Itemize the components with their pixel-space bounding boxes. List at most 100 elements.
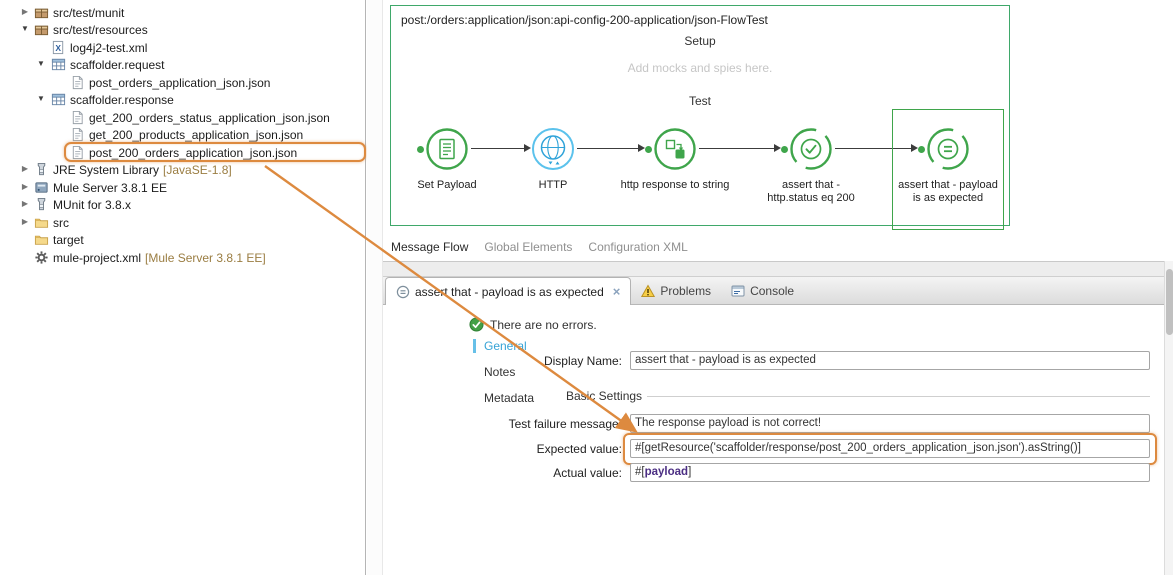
flow-node-http[interactable] <box>531 127 575 171</box>
tab-configuration-xml[interactable]: Configuration XML <box>588 240 688 254</box>
tab-label: Problems <box>660 283 712 298</box>
tab-assert-properties[interactable]: assert that - payload is as expected <box>385 277 632 305</box>
tree-item-label: src/test/munit <box>53 6 125 20</box>
status-message: There are no errors. <box>490 317 597 332</box>
tree-item-src-test-resources[interactable]: src/test/resources <box>0 21 365 38</box>
view-tab-bar: assert that - payload is as expected Pro… <box>383 276 1164 305</box>
flow-connector-dot <box>918 146 925 153</box>
tree-item-scaffolder-request[interactable]: scaffolder.request <box>0 56 365 73</box>
flow-node-http-response-to-string[interactable] <box>653 127 697 171</box>
tree-item-post-200-orders-json[interactable]: post_200_orders_application_json.json <box>0 144 365 161</box>
tree-item-suffix: [JavaSE-1.8] <box>163 163 232 177</box>
setup-hint-text: Add mocks and spies here. <box>627 61 773 75</box>
chevron-right-icon[interactable] <box>20 217 30 227</box>
tree-item-label: log4j2-test.xml <box>70 41 148 55</box>
display-name-field[interactable]: assert that - payload is as expected <box>630 351 1150 370</box>
tree-item-src[interactable]: src <box>0 214 365 231</box>
flow-node-label: HTTP <box>538 179 568 191</box>
library-icon <box>34 162 49 177</box>
tree-item-label: src <box>53 216 69 230</box>
flow-node-assert-payload[interactable] <box>926 127 970 171</box>
vertical-scrollbar[interactable] <box>1164 261 1173 575</box>
assert-check-icon <box>790 128 832 170</box>
panel-sash-vertical[interactable] <box>367 0 383 575</box>
tree-item-src-test-munit[interactable]: src/test/munit <box>0 4 365 21</box>
tab-global-elements[interactable]: Global Elements <box>484 240 573 254</box>
flow-arrow <box>835 144 918 152</box>
close-icon[interactable] <box>613 285 621 298</box>
flow-connector-dot <box>417 146 424 153</box>
tree-item-label: MUnit for 3.8.x <box>53 198 132 212</box>
tree-item-munit[interactable]: MUnit for 3.8.x <box>0 196 365 213</box>
test-failure-field[interactable]: The response payload is not correct! <box>630 414 1150 433</box>
tree-item-mule-project-xml[interactable]: mule-project.xml[Mule Server 3.8.1 EE] <box>0 249 365 266</box>
flow-node-set-payload[interactable] <box>425 127 469 171</box>
chevron-right-icon[interactable] <box>20 199 30 209</box>
package-explorer: src/test/munit src/test/resources log4j2… <box>0 0 366 575</box>
properties-panel: There are no errors. General Notes Metad… <box>383 305 1164 575</box>
flow-arrow <box>699 144 781 152</box>
chevron-down-icon[interactable] <box>20 24 30 34</box>
panel-sash-horizontal[interactable] <box>383 261 1173 276</box>
file-icon <box>70 75 85 90</box>
flow-node-label: http response to string <box>620 179 730 191</box>
file-icon <box>70 110 85 125</box>
canvas-view-tabs: Message Flow Global Elements Configurati… <box>391 240 688 254</box>
chevron-down-icon[interactable] <box>36 59 46 69</box>
tree-item-target[interactable]: target <box>0 231 365 248</box>
tree-item-mule-server[interactable]: Mule Server 3.8.1 EE <box>0 179 365 196</box>
chevron-right-icon[interactable] <box>20 7 30 17</box>
setup-section-label: Setup <box>684 34 716 48</box>
expected-value-label: Expected value: <box>536 442 622 456</box>
test-section-label: Test <box>688 94 711 108</box>
expression-suffix: ] <box>688 466 692 478</box>
chevron-right-icon[interactable] <box>20 182 30 192</box>
transform-icon <box>654 128 696 170</box>
tree-item-label: src/test/resources <box>53 23 148 37</box>
problems-icon <box>641 284 655 298</box>
tree-item-text: JRE System Library <box>53 163 160 177</box>
tree-item-scaffolder-response[interactable]: scaffolder.response <box>0 91 365 108</box>
props-nav-metadata[interactable]: Metadata <box>484 391 535 405</box>
expected-value-field[interactable]: #[getResource('scaffolder/response/post_… <box>630 439 1150 458</box>
chevron-down-icon[interactable] <box>36 94 46 104</box>
props-nav-general[interactable]: General <box>473 339 527 353</box>
chevron-right-icon[interactable] <box>20 164 30 174</box>
flow-connector-dot <box>645 146 652 153</box>
set-payload-icon <box>426 128 468 170</box>
tree-item-jre-system-library[interactable]: JRE System Library[JavaSE-1.8] <box>0 161 365 178</box>
assert-equals-icon <box>927 128 969 170</box>
tree-item-post-orders-json[interactable]: post_orders_application_json.json <box>0 74 365 91</box>
server-icon <box>34 180 49 195</box>
flow-node-label: assert that - payload is as expected <box>898 179 998 204</box>
success-check-icon <box>469 317 484 332</box>
flow-arrow <box>577 144 645 152</box>
tree-item-label: mule-project.xml[Mule Server 3.8.1 EE] <box>53 251 266 265</box>
munit-flow-container: post:/orders:application/json:api-config… <box>390 5 1010 230</box>
actual-value-field[interactable]: #[payload] <box>630 463 1150 482</box>
basic-settings-title: Basic Settings <box>566 389 643 403</box>
tree-item-label: post_orders_application_json.json <box>89 76 271 90</box>
tree-item-suffix: [Mule Server 3.8.1 EE] <box>145 251 266 265</box>
tree-item-label: target <box>53 233 84 247</box>
package-grid-icon <box>51 92 66 107</box>
tab-problems[interactable]: Problems <box>631 277 721 304</box>
tree-item-label: scaffolder.response <box>70 93 174 107</box>
flow-node-assert-http-status[interactable] <box>789 127 833 171</box>
tree-item-label: get_200_products_application_json.json <box>89 128 304 142</box>
scrollbar-thumb[interactable] <box>1166 269 1173 335</box>
tab-console[interactable]: Console <box>721 277 804 304</box>
tree-item-log4j2-test-xml[interactable]: log4j2-test.xml <box>0 39 365 56</box>
status-row: There are no errors. <box>469 317 597 332</box>
tree-item-get-200-orders-status-json[interactable]: get_200_orders_status_application_json.j… <box>0 109 365 126</box>
flow-editor-canvas: post:/orders:application/json:api-config… <box>383 0 1173 261</box>
tree-item-label: JRE System Library[JavaSE-1.8] <box>53 163 232 177</box>
folder-icon <box>34 232 49 247</box>
tab-message-flow[interactable]: Message Flow <box>391 240 469 254</box>
folder-icon <box>34 215 49 230</box>
flow-node-label: Set Payload <box>417 179 477 191</box>
tree-item-label: scaffolder.request <box>70 58 165 72</box>
http-globe-icon <box>532 128 574 170</box>
tree-item-get-200-products-json[interactable]: get_200_products_application_json.json <box>0 126 365 143</box>
